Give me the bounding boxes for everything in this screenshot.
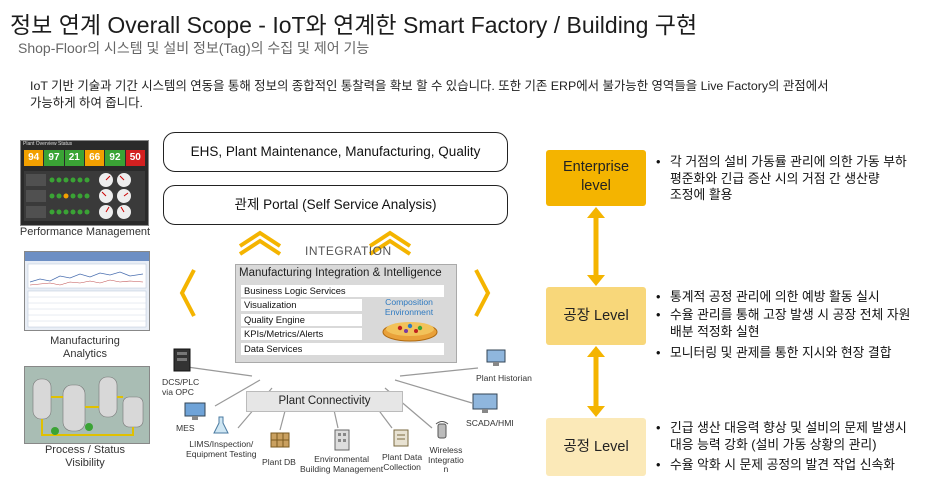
plant-connectivity: Plant Connectivity bbox=[246, 391, 403, 412]
page-title: 정보 연계 Overall Scope - IoT와 연계한 Smart Fac… bbox=[10, 12, 698, 38]
enterprise-bullet: • 각 거점의 설비 가동률 관리에 의한 가동 부하 평준화와 긴급 증산 시… bbox=[656, 154, 907, 202]
process-bullet-1-line-2: 대응 능력 강화 (설비 가동 상황의 관리) bbox=[670, 436, 877, 452]
plant-data-line-2: Collection bbox=[383, 461, 421, 472]
mes-label: MES bbox=[176, 423, 195, 433]
environmental-line-2: Building Management bbox=[300, 463, 384, 474]
up-chevron-icon bbox=[238, 230, 412, 256]
enterprise-bullet-line-1: 각 거점의 설비 가동률 관리에 의한 가동 부하 bbox=[670, 154, 907, 169]
page-subtitle: Shop-Floor의 시스템 및 설비 정보(Tag)의 수집 및 제어 기능 bbox=[18, 40, 370, 56]
integration-label: INTEGRATION bbox=[305, 244, 392, 258]
process-bullet-2: • 수율 악화 시 문제 공정의 발견 작업 신속화 bbox=[656, 457, 896, 472]
kpi-tile: 94 bbox=[24, 150, 44, 166]
enterprise-label-line-2: level bbox=[581, 178, 611, 194]
process-thumbnail bbox=[24, 366, 150, 444]
lims-line-1: LIMS/Inspection/ bbox=[189, 439, 254, 449]
intro-line-2: 가능하게 하여 줍니다. bbox=[30, 96, 143, 110]
plant-db-label: Plant DB bbox=[262, 457, 296, 467]
lims-label: LIMS/Inspection/ Equipment Testing bbox=[186, 439, 257, 459]
analytics-caption-line-1: Manufacturing bbox=[50, 335, 120, 347]
factory-bullet-2-line-2: 배분 적정화 실현 bbox=[670, 323, 760, 339]
kpi-tile: 66 bbox=[84, 150, 105, 166]
kpi-tile: 97 bbox=[44, 150, 64, 166]
lims-line-2: Equipment Testing bbox=[186, 448, 257, 459]
analytics-caption-line-2: Analytics bbox=[62, 348, 108, 360]
historian-monitor-icon bbox=[486, 349, 506, 366]
kpi-tile: 21 bbox=[64, 150, 84, 166]
process-caption: Process / Status Visibility bbox=[10, 444, 160, 470]
process-caption-line-1: Process / Status bbox=[44, 444, 126, 456]
row-1 bbox=[26, 173, 131, 187]
service-quality-engine: Quality Engine bbox=[241, 314, 362, 326]
row-2 bbox=[26, 189, 131, 203]
left-chevron-icon bbox=[179, 269, 196, 317]
analytics-caption: Manufacturing Analytics bbox=[10, 335, 160, 361]
composition-line-2: Environment bbox=[384, 307, 434, 317]
wireless-line-3: n bbox=[443, 464, 449, 474]
process-bullet-1: • 긴급 생산 대응력 향상 및 설비의 문제 발생시 대응 능력 강화 (설비… bbox=[656, 420, 907, 452]
right-chevron-icon bbox=[474, 269, 491, 317]
wireless-device-icon bbox=[435, 421, 449, 439]
factory-bullet-2-line-1: 수율 관리를 통해 고장 발생 시 공장 전체 자원 bbox=[670, 307, 911, 322]
level-connector-arrows bbox=[587, 207, 605, 417]
intro-paragraph: IoT 기반 기술과 기간 시스템의 연동을 통해 정보의 종합적인 통찰력을 … bbox=[30, 78, 910, 112]
mes-monitor-icon bbox=[184, 402, 206, 420]
enterprise-label-line-1: Enterprise bbox=[562, 159, 630, 175]
process-caption-line-2: Visibility bbox=[65, 457, 105, 469]
wireless-label: Wireless Integratio n bbox=[428, 445, 464, 475]
row-3 bbox=[26, 205, 131, 219]
double-arrow-icon-lower bbox=[587, 346, 605, 417]
building-icon bbox=[334, 429, 350, 451]
analytics-graphic bbox=[25, 252, 149, 328]
plc-cabinet-icon bbox=[173, 348, 191, 372]
environmental-line-1: Environmental bbox=[314, 454, 370, 464]
integration-graphic bbox=[179, 230, 491, 431]
portal-box: 관제 Portal (Self Service Analysis) bbox=[163, 185, 508, 225]
dcs-plc-line-1: DCS/PLC bbox=[162, 377, 200, 387]
process-graphic bbox=[25, 367, 149, 443]
kpi-tile: 50 bbox=[125, 150, 145, 166]
composition-environment: Composition Environment bbox=[374, 297, 444, 317]
scada-label: SCADA/HMI bbox=[466, 418, 514, 428]
scada-monitor-icon bbox=[472, 393, 498, 413]
wireless-line-1: Wireless bbox=[429, 445, 463, 455]
plant-data-line-1: Plant Data bbox=[382, 452, 423, 462]
enterprise-bullet-line-3: 조정에 활용 bbox=[670, 187, 733, 202]
plant-historian-label: Plant Historian bbox=[476, 373, 532, 383]
dcs-plc-line-2: via OPC bbox=[162, 386, 194, 397]
service-kpis: KPIs/Metrics/Alerts bbox=[241, 328, 362, 340]
enterprise-level-box: Enterprise level bbox=[546, 150, 646, 206]
ehs-box: EHS, Plant Maintenance, Manufacturing, Q… bbox=[163, 132, 508, 172]
kpi-tile: 92 bbox=[105, 150, 125, 166]
process-level-box: 공정 Level bbox=[546, 418, 646, 476]
enterprise-bullet-line-2: 평준화와 긴급 증산 시의 거점 간 생산량 bbox=[670, 170, 880, 186]
dcs-plc-label: DCS/PLC via OPC bbox=[162, 377, 200, 397]
composition-line-1: Composition bbox=[385, 297, 433, 307]
factory-bullet-2: • 수율 관리를 통해 고장 발생 시 공장 전체 자원 배분 적정화 실현 bbox=[656, 307, 911, 339]
composition-disc-icon bbox=[382, 322, 438, 342]
gauge-rows-graphic bbox=[24, 171, 145, 221]
service-visualization: Visualization bbox=[241, 299, 362, 311]
mii-title: Manufacturing Integration & Intelligence bbox=[239, 267, 442, 279]
factory-bullet-3: • 모니터링 및 관제를 통한 지시와 현장 결합 bbox=[656, 345, 892, 360]
service-data: Data Services bbox=[241, 343, 444, 355]
dashboard-header: Plant Overview Status bbox=[23, 141, 73, 147]
performance-caption: Performance Management bbox=[19, 226, 151, 238]
data-collection-icon bbox=[393, 429, 409, 447]
lab-flask-icon bbox=[213, 416, 229, 434]
double-arrow-icon-upper bbox=[587, 207, 605, 286]
factory-bullet-1: • 통계적 공정 관리에 의한 예방 활동 실시 bbox=[656, 289, 880, 304]
analytics-thumbnail bbox=[24, 251, 150, 331]
intro-line-1: IoT 기반 기술과 기간 시스템의 연동을 통해 정보의 종합적인 통찰력을 … bbox=[30, 79, 829, 93]
gauge-rows bbox=[24, 171, 145, 221]
plant-db-grid-icon bbox=[270, 432, 290, 448]
service-business-logic: Business Logic Services bbox=[241, 285, 444, 297]
plant-data-collection-label: Plant Data Collection bbox=[382, 452, 423, 472]
factory-level-box: 공장 Level bbox=[546, 287, 646, 345]
wireless-line-2: Integratio bbox=[428, 454, 464, 465]
environmental-label: Environmental Building Management bbox=[300, 454, 384, 474]
process-bullet-1-line-1: 긴급 생산 대응력 향상 및 설비의 문제 발생시 bbox=[670, 420, 907, 435]
